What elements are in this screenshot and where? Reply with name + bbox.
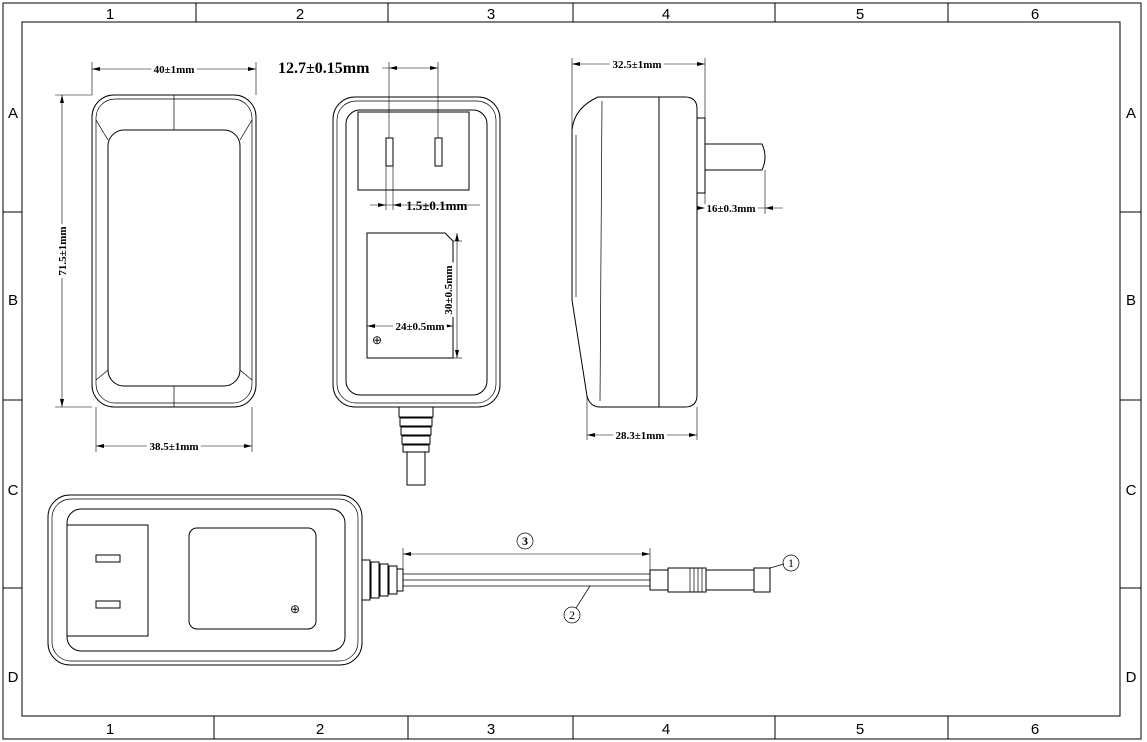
side-depth-bottom-dimension	[586, 396, 698, 440]
label-width-dimension	[367, 324, 453, 328]
grid-col-bottom-4: 4	[662, 721, 670, 738]
front-width-top-label: 40±1mm	[154, 64, 195, 76]
cable-length-dimension	[402, 548, 651, 574]
side-depth-top-label: 32.5±1mm	[612, 59, 661, 71]
grid-col-top-1: 1	[106, 6, 114, 23]
grid-col-top-3: 3	[487, 6, 495, 23]
grid-row-left-d: D	[8, 669, 19, 686]
ground-mark-plug-face: ⊕	[372, 333, 382, 347]
label-height-dimension	[453, 233, 462, 359]
grid-col-bottom-1: 1	[106, 721, 114, 738]
grid-col-bottom-6: 6	[1031, 721, 1039, 738]
grid-col-bottom-2: 2	[316, 721, 324, 738]
pin-thickness-dimension	[370, 166, 480, 210]
label-width-label: 24±0.5mm	[395, 321, 444, 333]
grid-row-right-a: A	[1126, 105, 1136, 122]
grid-row-left-a: A	[8, 105, 18, 122]
grid-row-right-b: B	[1126, 292, 1136, 309]
side-depth-bottom-label: 28.3±1mm	[615, 430, 664, 442]
pin-thickness-label: 1.5±0.1mm	[406, 198, 467, 213]
grid-row-left-c: C	[8, 482, 19, 499]
pin-spacing-dimension	[382, 62, 439, 138]
front-width-bottom-label: 38.5±1mm	[149, 441, 198, 453]
grid-col-top-4: 4	[662, 6, 670, 23]
front-height-dimension	[55, 94, 92, 408]
callout-cable-length-number: 3	[522, 534, 528, 548]
grid-row-right-c: C	[1126, 482, 1137, 499]
label-height-label: 30±0.5mm	[443, 265, 455, 314]
grid-col-bottom-5: 5	[856, 721, 864, 738]
grid-col-top-2: 2	[296, 6, 304, 23]
grid-row-right-d: D	[1126, 669, 1137, 686]
grid-col-top-5: 5	[856, 6, 864, 23]
cable-assembly-view	[47, 494, 771, 666]
front-width-top-dimension	[91, 62, 257, 95]
pin-length-dimension	[697, 170, 783, 214]
side-view	[571, 96, 766, 408]
callout-cable: 2	[563, 585, 591, 624]
plug-face-view	[332, 96, 501, 486]
front-height-label: 71.5±1mm	[57, 226, 69, 275]
pin-spacing-label: 12.7±0.15mm	[278, 60, 370, 77]
pin-length-label: 16±0.3mm	[706, 203, 755, 215]
grid-row-left-b: B	[8, 292, 18, 309]
callout-dc-plug-number: 1	[788, 556, 794, 570]
side-depth-top-dimension	[571, 58, 706, 130]
callout-cable-number: 2	[569, 608, 575, 622]
grid-col-bottom-3: 3	[487, 721, 495, 738]
grid-col-top-6: 6	[1031, 6, 1039, 23]
front-width-bottom-dimension	[95, 407, 253, 452]
callout-dc-plug: 1	[769, 554, 800, 572]
callout-cable-length: 3	[516, 532, 534, 550]
front-view	[91, 94, 257, 408]
ground-mark-cable-view: ⊕	[290, 602, 300, 616]
